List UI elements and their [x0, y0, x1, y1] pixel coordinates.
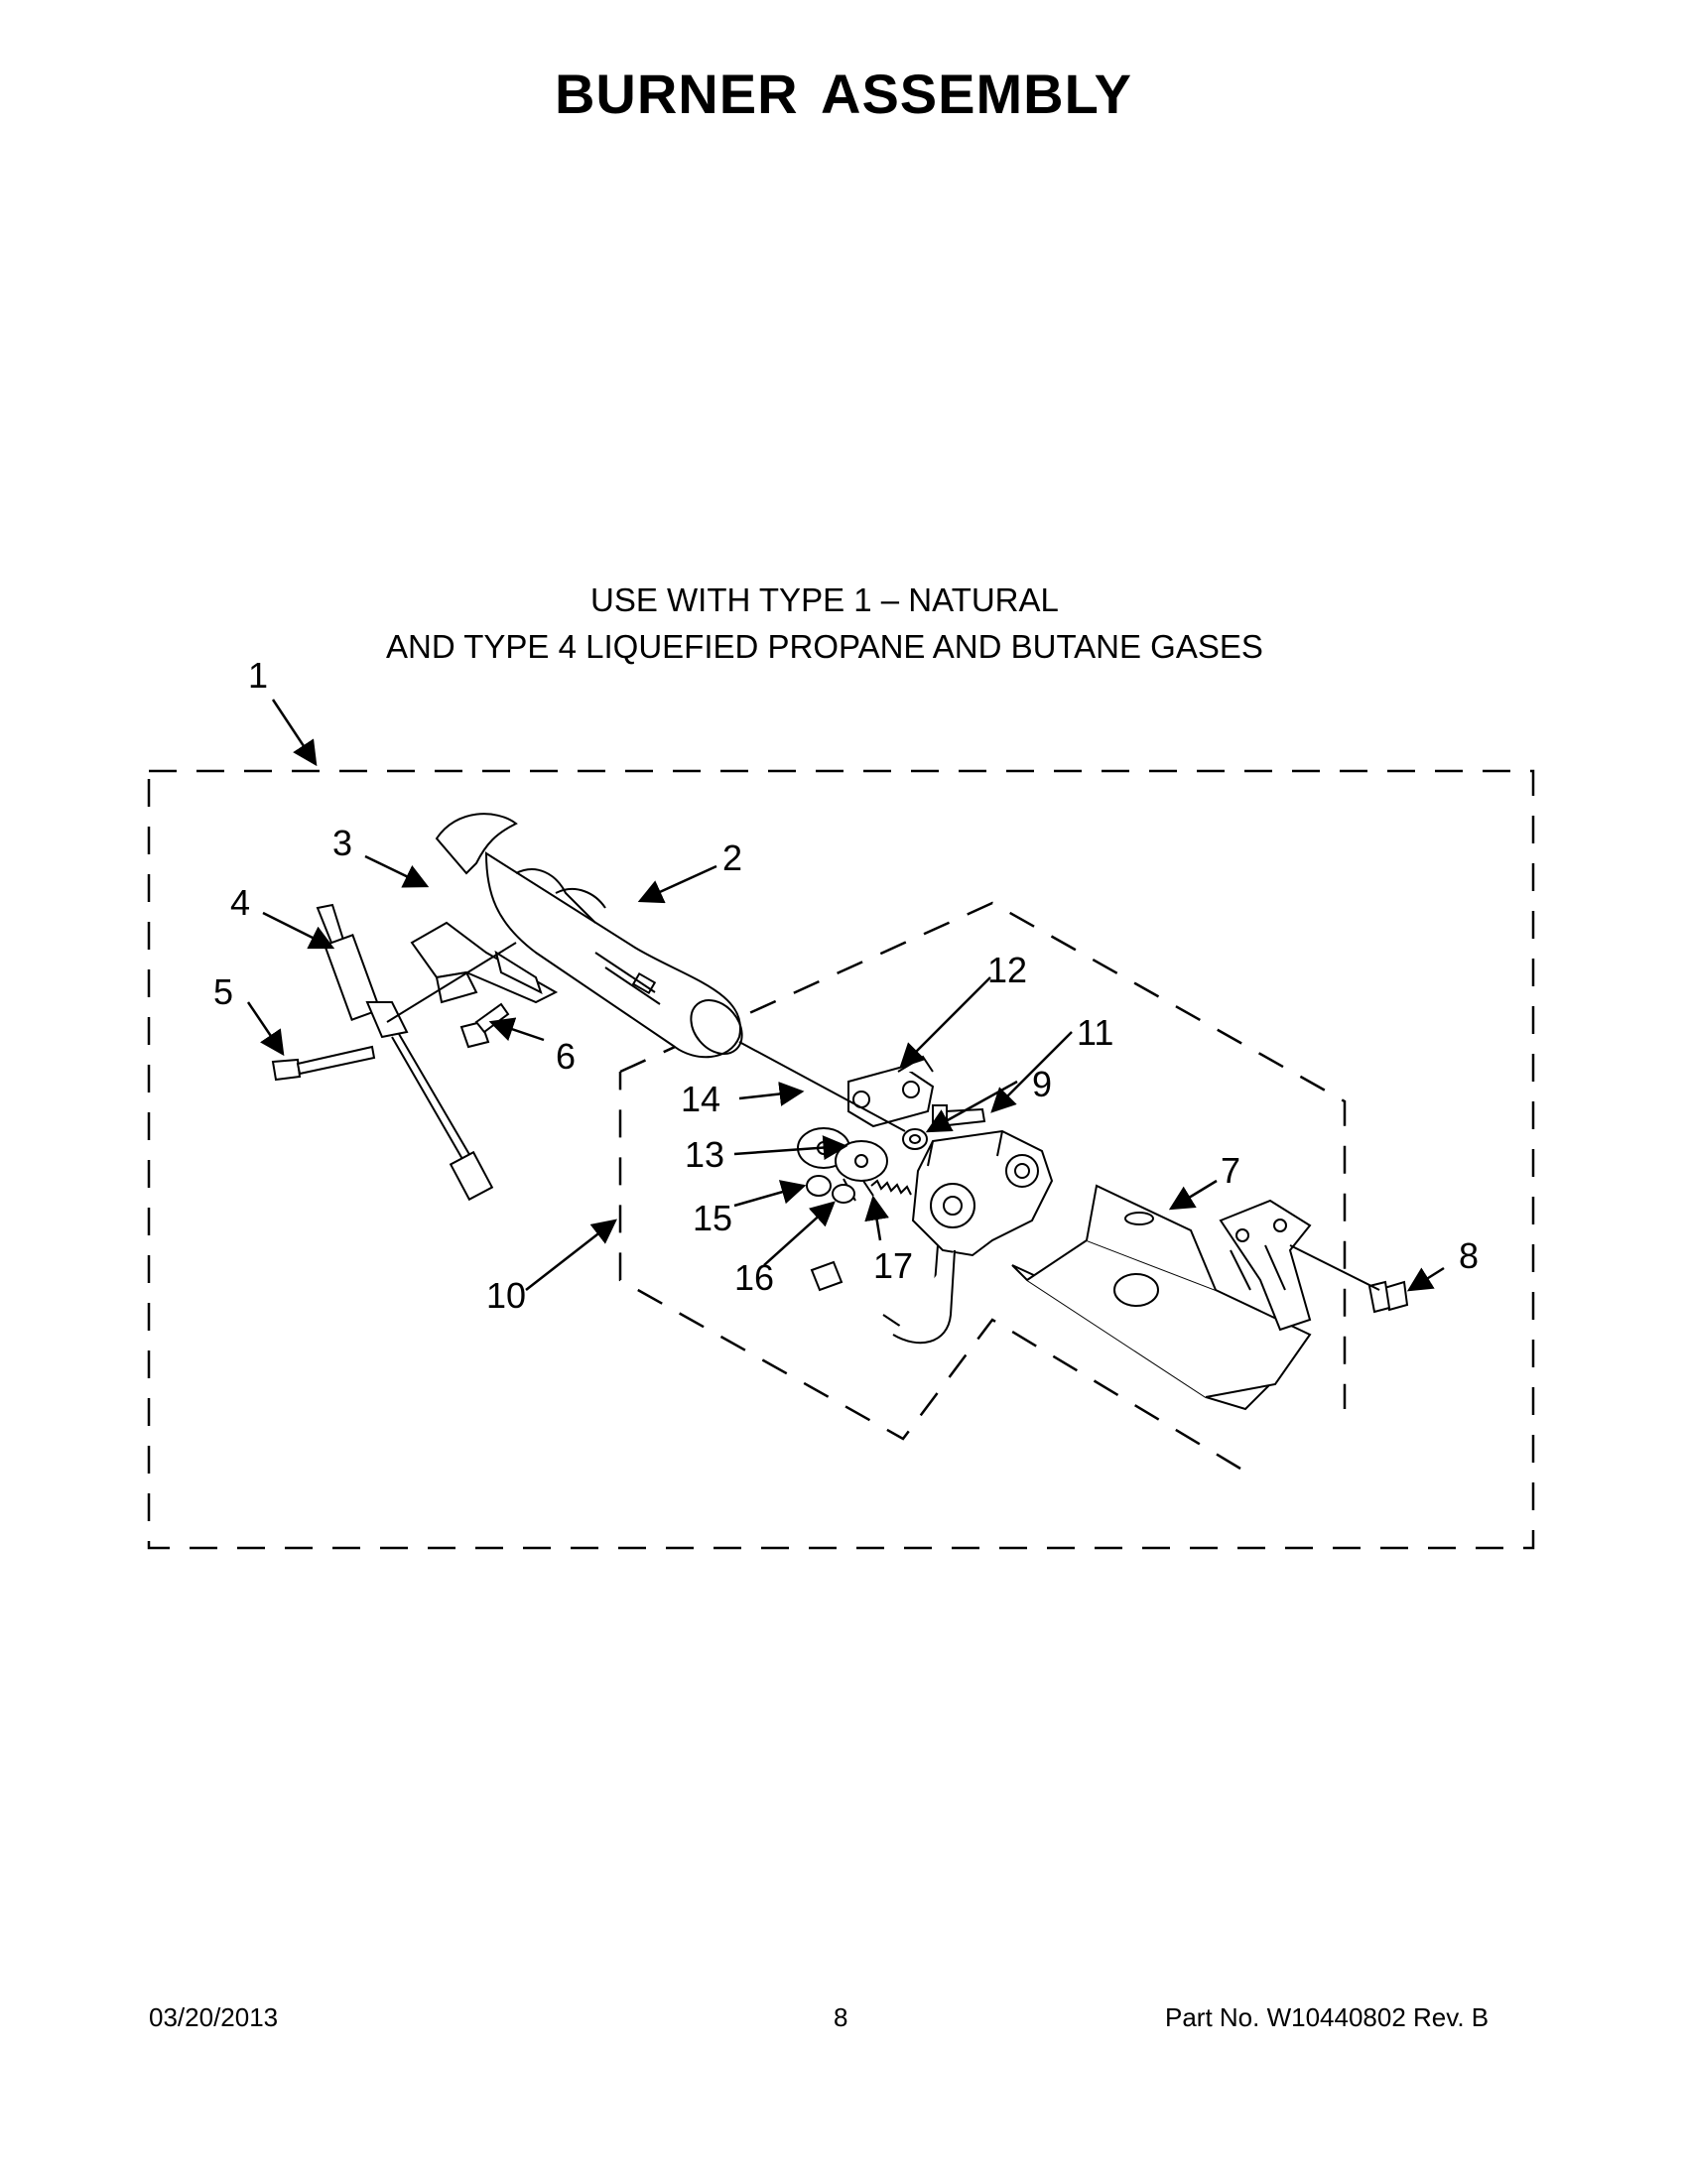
- callout-6: 6: [556, 1036, 576, 1077]
- subtitle-line-1: USE WITH TYPE 1 – NATURAL: [590, 581, 1059, 618]
- page-title: BURNER ASSEMBLY: [554, 63, 1133, 125]
- flame-sensor: [847, 1055, 935, 1128]
- valve-subassembly-outline: [618, 901, 1347, 1471]
- screw-5: [271, 1045, 376, 1082]
- screw-6: [459, 1002, 510, 1049]
- callout-9: 9: [1032, 1064, 1052, 1104]
- callout-15: 15: [693, 1198, 732, 1238]
- leader-arrows: [246, 699, 1445, 1292]
- footer-date: 03/20/2013: [149, 2002, 279, 2032]
- callout-3: 3: [332, 823, 352, 863]
- callout-13: 13: [685, 1134, 724, 1175]
- callout-4: 4: [230, 882, 250, 923]
- assembly-boundary: [147, 769, 1535, 1550]
- gas-valve: [882, 1129, 1054, 1345]
- footer-part-number: Part No. W10440802 Rev. B: [1165, 2002, 1490, 2032]
- burner-tube: [435, 813, 743, 1059]
- burner-shield: [1011, 1184, 1312, 1411]
- spring-17: [870, 1179, 912, 1196]
- assembly-lines: [386, 942, 1380, 1291]
- callout-12: 12: [987, 950, 1027, 990]
- callout-7: 7: [1221, 1150, 1240, 1191]
- screw-8: [1367, 1280, 1409, 1314]
- subtitle-line-2: AND TYPE 4 LIQUEFIED PROPANE AND BUTANE …: [386, 628, 1263, 665]
- callout-17: 17: [873, 1245, 913, 1286]
- igniter: [316, 903, 494, 1202]
- callout-5: 5: [213, 971, 233, 1012]
- callout-8: 8: [1459, 1235, 1479, 1276]
- callout-16: 16: [734, 1257, 774, 1298]
- screw-11: [932, 1104, 986, 1130]
- callout-10: 10: [486, 1275, 526, 1316]
- grommet-9: [902, 1128, 928, 1150]
- callout-14: 14: [681, 1079, 720, 1119]
- callout-11: 11: [1077, 1012, 1113, 1053]
- seal-15-16: [806, 1175, 855, 1292]
- callout-1: 1: [248, 655, 268, 696]
- footer-page-number: 8: [834, 2002, 848, 2032]
- callout-2: 2: [722, 837, 742, 878]
